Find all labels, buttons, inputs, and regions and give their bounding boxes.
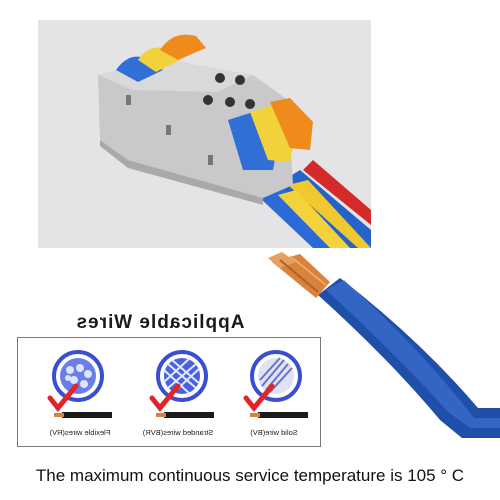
check-mark-icon (243, 383, 275, 412)
wire-type-flexible: Flexible wires(RV) (32, 346, 128, 442)
wire-type-label: Solid wire(BV) (250, 428, 298, 437)
check-mark-icon (47, 383, 79, 412)
applicable-wires-title: Applicable Wires (75, 312, 245, 333)
connector-photo (38, 20, 371, 248)
temperature-note: The maximum continuous service temperatu… (35, 466, 465, 485)
check-mark-icon (149, 383, 181, 412)
wire-type-stranded: Stranded wires(BVR) (130, 346, 226, 442)
wire-type-solid: Solid wire(BV) (226, 346, 322, 442)
wire-type-label: Stranded wires(BVR) (142, 428, 214, 437)
wire-type-label: Flexible wires(RV) (49, 428, 111, 437)
wire-types-panel: Flexible wires(RV) Stranded wires(BVR) S… (17, 337, 321, 447)
